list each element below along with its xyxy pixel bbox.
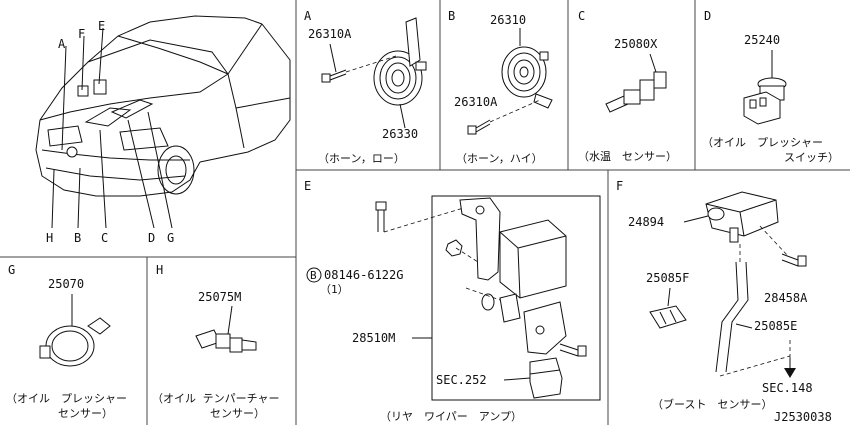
panel-c-caption: （水温 センサー） bbox=[578, 150, 677, 163]
part-25085f: 25085F bbox=[646, 271, 689, 285]
drawing-code: J2530038 bbox=[774, 410, 832, 424]
panel-b-letter: B bbox=[448, 9, 455, 23]
panel-a-letter: A bbox=[304, 9, 312, 23]
panel-h-letter: H bbox=[156, 263, 163, 277]
part-25240: 25240 bbox=[744, 33, 780, 47]
bolt-icon bbox=[467, 119, 491, 135]
callout-d: D bbox=[148, 231, 155, 245]
horn-low-icon bbox=[373, 17, 427, 106]
oil-temp-sensor-icon bbox=[195, 329, 257, 353]
part-25085e: 25085E bbox=[754, 319, 797, 333]
bolt-symbol: B bbox=[310, 269, 317, 282]
panel-f-caption: （ブースト センサー） bbox=[652, 397, 772, 411]
panel-g-caption-line1: （オイル プレッシャー bbox=[6, 392, 127, 405]
bolt-qty: （1） bbox=[320, 283, 349, 296]
panel-d-letter: D bbox=[704, 9, 711, 23]
part-sec252: SEC.252 bbox=[436, 373, 487, 387]
callout-h: H bbox=[46, 231, 53, 245]
part-25070: 25070 bbox=[48, 277, 84, 291]
panel-g-letter: G bbox=[8, 263, 15, 277]
callout-b: B bbox=[74, 231, 81, 245]
part-08146-6122g: 08146-6122G bbox=[324, 268, 403, 282]
panel-g-caption-line2: センサー） bbox=[58, 407, 113, 420]
wiper-amp-icon bbox=[499, 219, 567, 299]
boost-sensor-icon bbox=[705, 191, 779, 243]
panel-d-caption-line2: スイッチ） bbox=[784, 151, 839, 164]
part-sec148: SEC.148 bbox=[762, 381, 813, 395]
panel-d-caption-line1: （オイル プレッシャー bbox=[702, 136, 823, 149]
callout-c: C bbox=[101, 231, 108, 245]
panel-a: A 26310A 26330 （ホーン，ロー） bbox=[304, 9, 427, 165]
bolt-icon bbox=[375, 201, 387, 232]
part-26310a-b: 26310A bbox=[454, 95, 498, 109]
panel-b: B 26310 26310A （ホーン，ハイ） bbox=[448, 9, 553, 165]
panel-g: G 25070 （オイル プレッシャー センサー） bbox=[6, 263, 127, 420]
part-26330: 26330 bbox=[382, 127, 418, 141]
callout-f: F bbox=[78, 27, 85, 41]
screw-icon bbox=[559, 343, 587, 357]
panel-h-caption-line1: （オイル テンパーチャー bbox=[152, 392, 280, 405]
bolt-symbol-circle bbox=[306, 267, 322, 283]
callout-a: A bbox=[58, 37, 66, 51]
panel-f: F 24894 25085F 28458A 25085E SEC.148 （ブー… bbox=[616, 179, 813, 411]
part-25080x: 25080X bbox=[614, 37, 658, 51]
oil-pressure-sensor-icon bbox=[39, 317, 111, 367]
panel-h-caption-line2: センサー） bbox=[210, 407, 265, 420]
part-28458a: 28458A bbox=[764, 291, 808, 305]
arrow-down-icon bbox=[784, 358, 796, 378]
part-28510m: 28510M bbox=[352, 331, 395, 345]
part-26310a-a: 26310A bbox=[308, 27, 352, 41]
panel-e: E B 08146-6122G （1） 28510M SEC.252 （リヤ ワ… bbox=[304, 179, 601, 423]
panel-d: D 25240 （オイル プレッシャー スイッチ） bbox=[702, 9, 839, 164]
panel-e-caption: （リヤ ワイパー アンプ） bbox=[380, 410, 522, 423]
panel-e-letter: E bbox=[304, 179, 311, 193]
bolt-icon bbox=[781, 253, 807, 267]
hose-clip-icon bbox=[649, 305, 687, 329]
panel-c: C 25080X （水温 センサー） bbox=[578, 9, 677, 163]
part-25075m: 25075M bbox=[198, 290, 241, 304]
car-overview: A F E H B C D G bbox=[35, 15, 291, 245]
bolt-icon bbox=[321, 69, 347, 83]
panel-f-letter: F bbox=[616, 179, 623, 193]
water-temp-sensor-icon bbox=[605, 71, 667, 113]
panel-c-letter: C bbox=[578, 9, 585, 23]
oil-pressure-switch-icon bbox=[743, 77, 787, 125]
part-24894: 24894 bbox=[628, 215, 664, 229]
callout-g: G bbox=[167, 231, 174, 245]
panel-a-caption: （ホーン，ロー） bbox=[318, 152, 405, 165]
panel-b-caption: （ホーン，ハイ） bbox=[456, 152, 543, 165]
horn-high-icon bbox=[501, 46, 553, 109]
panel-h: H 25075M （オイル テンパーチャー センサー） bbox=[152, 263, 280, 420]
callout-e: E bbox=[98, 19, 105, 33]
part-26310: 26310 bbox=[490, 13, 526, 27]
relay-icon bbox=[529, 357, 563, 399]
